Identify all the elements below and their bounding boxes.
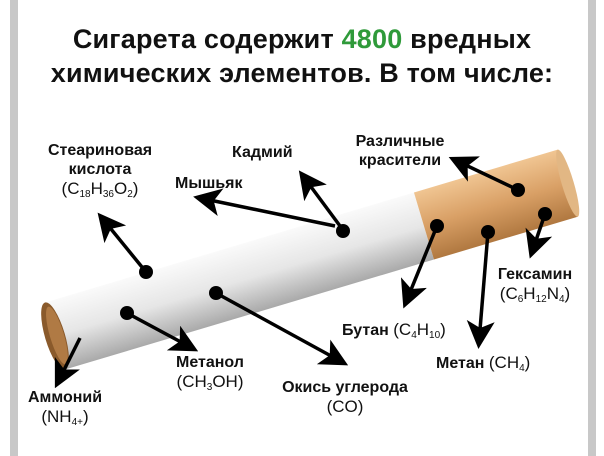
dot-methanol — [120, 306, 134, 320]
arrow-co — [215, 291, 349, 366]
arrow-cadmium — [298, 170, 345, 232]
label-butane: Бутан (C4H10) — [342, 320, 446, 341]
arrow-methane — [466, 231, 495, 349]
dot-methane — [481, 225, 495, 239]
arrow-ammonium — [54, 337, 82, 389]
cigarette-paper — [45, 192, 434, 370]
dot-hexamine — [538, 207, 552, 221]
arrow-stearic — [97, 212, 148, 274]
label-carbon-monoxide: Окись углерода(CO) — [282, 379, 408, 416]
label-ammonium: Аммоний (NH4+) — [27, 389, 103, 428]
arrow-butane — [400, 225, 439, 309]
label-cadmium: Кадмий — [232, 144, 293, 161]
arrow-methanol — [126, 311, 199, 352]
left-border — [10, 0, 18, 456]
arrow-dyes — [448, 156, 519, 192]
cigarette-filter — [413, 149, 578, 260]
dot-dyes — [511, 183, 525, 197]
dot-co — [209, 286, 223, 300]
label-hexamine: Гексамин (C6H12N4) — [497, 266, 573, 305]
label-methane: Метан (CH4) — [436, 353, 531, 374]
count-highlight: 4800 — [341, 24, 403, 54]
title-line-1: Сигарета содержит 4800 вредных — [72, 24, 532, 54]
dot-cadmium — [336, 224, 350, 238]
dot-butane — [430, 219, 444, 233]
label-arsenic: Мышьяк — [175, 175, 243, 192]
right-border — [588, 0, 596, 456]
label-methanol: Метанол (CH3OH) — [176, 354, 244, 393]
dot-stearic — [139, 265, 153, 279]
arrow-arsenic — [193, 188, 336, 228]
title-line-2: химических элементов. В том числе: — [50, 58, 554, 88]
